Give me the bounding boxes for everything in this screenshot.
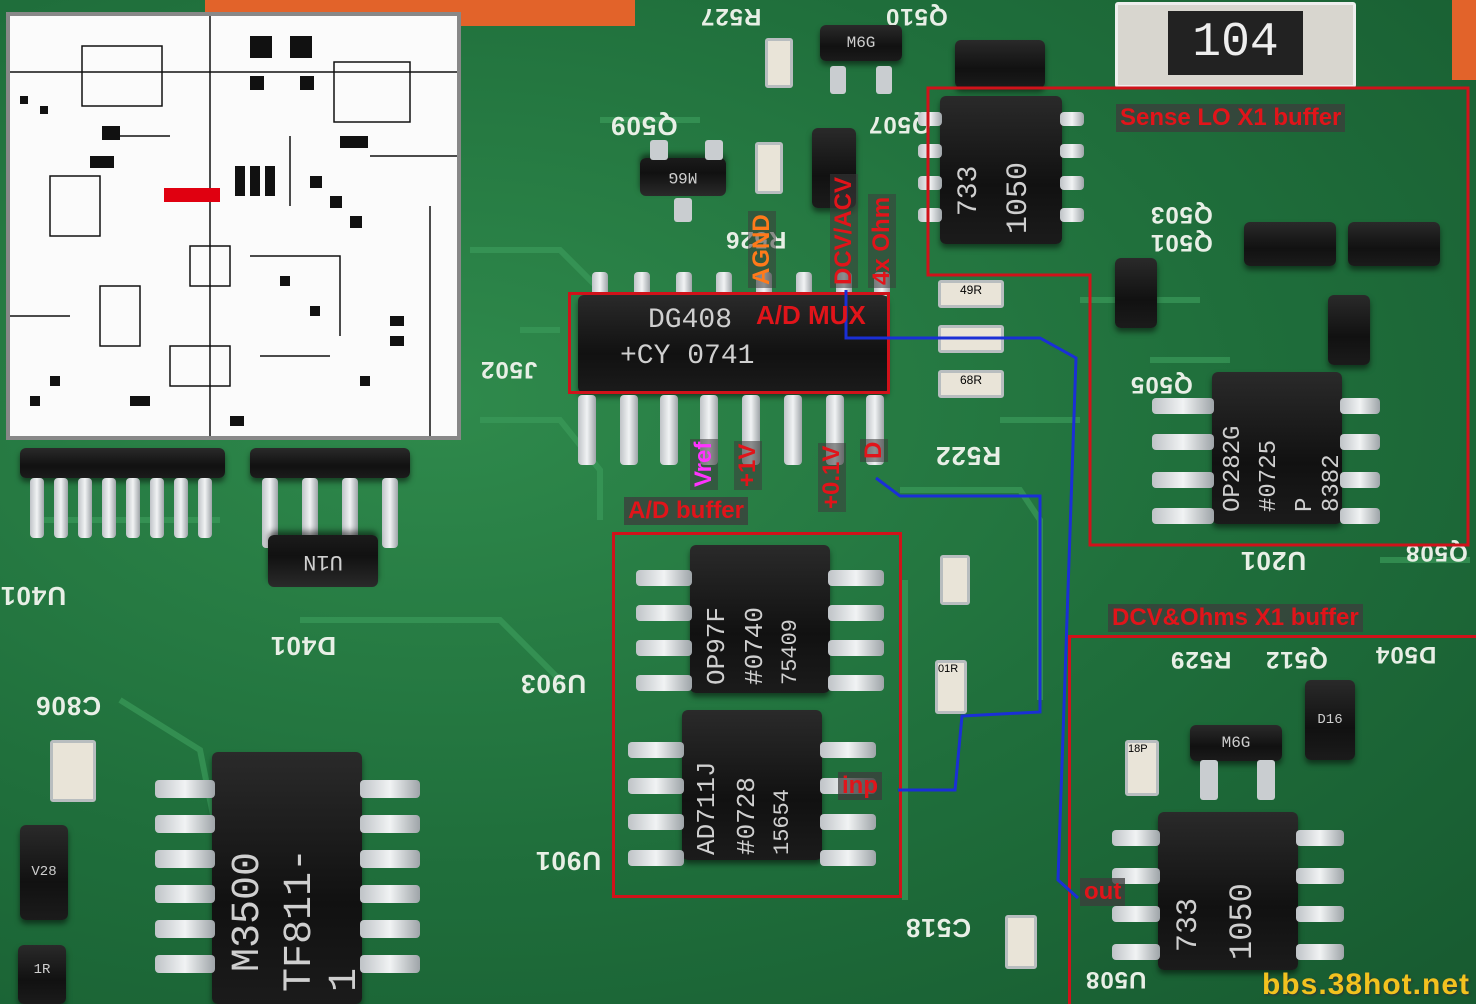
chip-lt1050-sense: 733 1050	[940, 96, 1062, 244]
silk-r527: R527	[700, 3, 762, 30]
dcv-acv-label: DCV/ACV	[830, 173, 858, 288]
transistor-q505	[1115, 258, 1157, 328]
silk-j502: J502	[480, 356, 538, 383]
d-label: D	[860, 438, 888, 462]
resistor-code: 104	[1168, 11, 1303, 75]
smd-resistor	[938, 325, 1004, 353]
chip-upper	[250, 448, 410, 478]
transistor-q503	[1244, 222, 1336, 266]
pad	[1257, 760, 1275, 800]
pad	[876, 66, 892, 94]
silk-c806: C806	[35, 691, 102, 721]
schematic-drawing	[10, 16, 457, 436]
resistor-code: 68R	[959, 373, 982, 387]
pad	[705, 140, 723, 160]
chip-line: OP282G	[1220, 425, 1247, 512]
pad	[1200, 760, 1218, 800]
diode-v28: V28	[20, 825, 68, 920]
chip-dg408: DG408 +CY 0741	[578, 295, 888, 393]
diode-u1n: U1N	[268, 535, 378, 587]
resistor-18p: 18P	[1125, 740, 1159, 796]
plus01v-label: +0.1V	[818, 442, 846, 512]
resistor-code: 01R	[938, 663, 959, 675]
chip-line: M3500	[226, 851, 271, 972]
chip-line: DG408	[648, 305, 733, 336]
silk-r522: R522	[935, 441, 1002, 471]
ad-buffer-box	[612, 532, 902, 898]
inp-label: inp	[838, 772, 882, 800]
silk-q501: Q501	[1150, 229, 1213, 256]
plus1v-label: +1V	[734, 440, 762, 490]
chip-line: P 8382	[1292, 454, 1346, 512]
transistor-label: M6G	[846, 34, 876, 52]
transistor-q504	[1328, 295, 1370, 365]
mux-label: A/D MUX	[756, 300, 866, 330]
agnd-label: AGND	[748, 211, 776, 288]
chip-line: TF811-1	[278, 847, 368, 992]
silk-q503: Q503	[1150, 201, 1213, 228]
chip-u401	[20, 448, 225, 478]
resistor-68r: 68R	[938, 370, 1004, 398]
transistor-q507	[955, 40, 1045, 88]
vref-label: Vref	[690, 438, 718, 490]
silk-q508: Q508	[1405, 539, 1468, 566]
schematic-inset	[6, 12, 461, 440]
chip-op282: OP282G #0725 P 8382	[1212, 372, 1346, 524]
resistor-104: 104	[1115, 2, 1356, 88]
chip-m3500: M3500 TF811-1	[212, 752, 368, 1004]
chip-line: 1050	[1002, 161, 1036, 234]
dcv-buffer-box	[1068, 635, 1476, 1004]
resistor-code: 49R	[959, 283, 982, 297]
out-label: out	[1080, 878, 1126, 906]
silk-u401: U401	[0, 581, 67, 611]
silk-u903: U903	[520, 669, 587, 699]
diode-label: 1R	[33, 962, 51, 978]
chip-op97: OP97F #0740 75409	[690, 545, 830, 693]
transistor-m6g-q512: M6G	[1190, 725, 1282, 761]
smd-resistor	[755, 142, 783, 194]
pad	[830, 66, 846, 94]
pad	[674, 198, 692, 222]
resistor-01r: 01R	[935, 660, 967, 714]
silk-q509: Q509	[610, 111, 678, 141]
transistor-m6g-top: M6G	[820, 25, 902, 61]
ad-buffer-label: A/D buffer	[624, 497, 748, 525]
dcv-buffer-label: DCV&Ohms X1 buffer	[1108, 604, 1363, 632]
transistor-label: M6G	[1221, 734, 1251, 752]
silk-q505: Q505	[1130, 371, 1193, 398]
sense-lo-label: Sense LO X1 buffer	[1116, 104, 1346, 132]
silk-c518: C518	[905, 913, 972, 943]
transistor-q501	[1348, 222, 1440, 266]
diode-label: D16	[1317, 712, 1343, 728]
diode-label: U1N	[303, 549, 343, 574]
silk-u201: U201	[1240, 546, 1307, 576]
chip-ad711: AD711J #0728 15654	[682, 710, 822, 860]
smd-resistor	[940, 555, 970, 605]
chip-lt1050-dcv: 733 1050	[1158, 812, 1298, 970]
diode-label: V28	[31, 864, 57, 880]
transistor-m6g-q509: M6G	[640, 158, 726, 196]
chip-line: 733	[954, 165, 985, 216]
watermark: bbs.38hot.net	[1261, 968, 1470, 1001]
transistor-label: M6G	[668, 168, 698, 186]
pad	[650, 140, 668, 160]
chip-line: +CY 0741	[620, 341, 755, 372]
resistor-code: 18P	[1128, 743, 1148, 755]
silk-d401: D401	[270, 631, 337, 661]
resistor-49r: 49R	[938, 280, 1004, 308]
ohm-label: 4x Ohm	[868, 193, 896, 288]
diode-1r: 1R	[18, 945, 66, 1004]
silk-u901: U901	[535, 846, 602, 876]
diode-d16: D16	[1305, 680, 1355, 760]
smd-capacitor	[1005, 915, 1037, 969]
smd-resistor	[765, 38, 793, 88]
smd-capacitor	[50, 740, 96, 802]
chip-line: #0725	[1256, 439, 1283, 512]
